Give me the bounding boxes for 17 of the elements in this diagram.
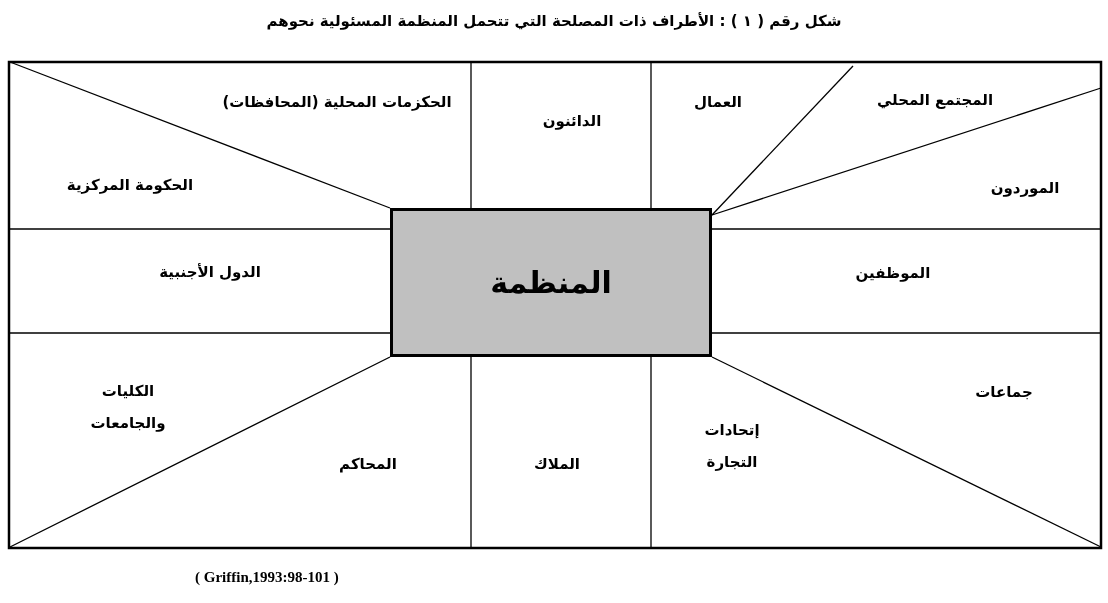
stakeholder-label: الكليات والجامعات [89, 381, 167, 434]
stakeholder-label: الدول الأجنبية [159, 262, 261, 283]
stakeholder-label: الحكزمات المحلية (المحافظات) [222, 92, 452, 113]
stakeholder-label: الدائنون [542, 111, 602, 132]
stakeholder-label: الحكومة المركزية [66, 175, 194, 196]
stakeholder-label: العمال [694, 92, 742, 113]
node-label: المنظمة [490, 264, 612, 302]
figure-title: شكل رقم ( ١ ) : الأطراف ذات المصلحة التي تتحمل المنظمة المسئولية نحوهم [266, 11, 842, 32]
stakeholder-label: الموردون [990, 178, 1060, 199]
stakeholder-label: جماعات [975, 382, 1033, 403]
organization-box [390, 208, 712, 357]
stakeholder-label: الموظفين [855, 263, 931, 284]
stakeholder-label: المحاكم [339, 454, 397, 475]
stakeholder-label: الملاك [534, 454, 580, 475]
figure-caption: ( Griffin,1993:98-101 ) [195, 568, 339, 587]
stakeholder-label: المجتمع المحلي [876, 90, 994, 111]
stakeholder-label: إتحادات التجارة [703, 420, 761, 473]
